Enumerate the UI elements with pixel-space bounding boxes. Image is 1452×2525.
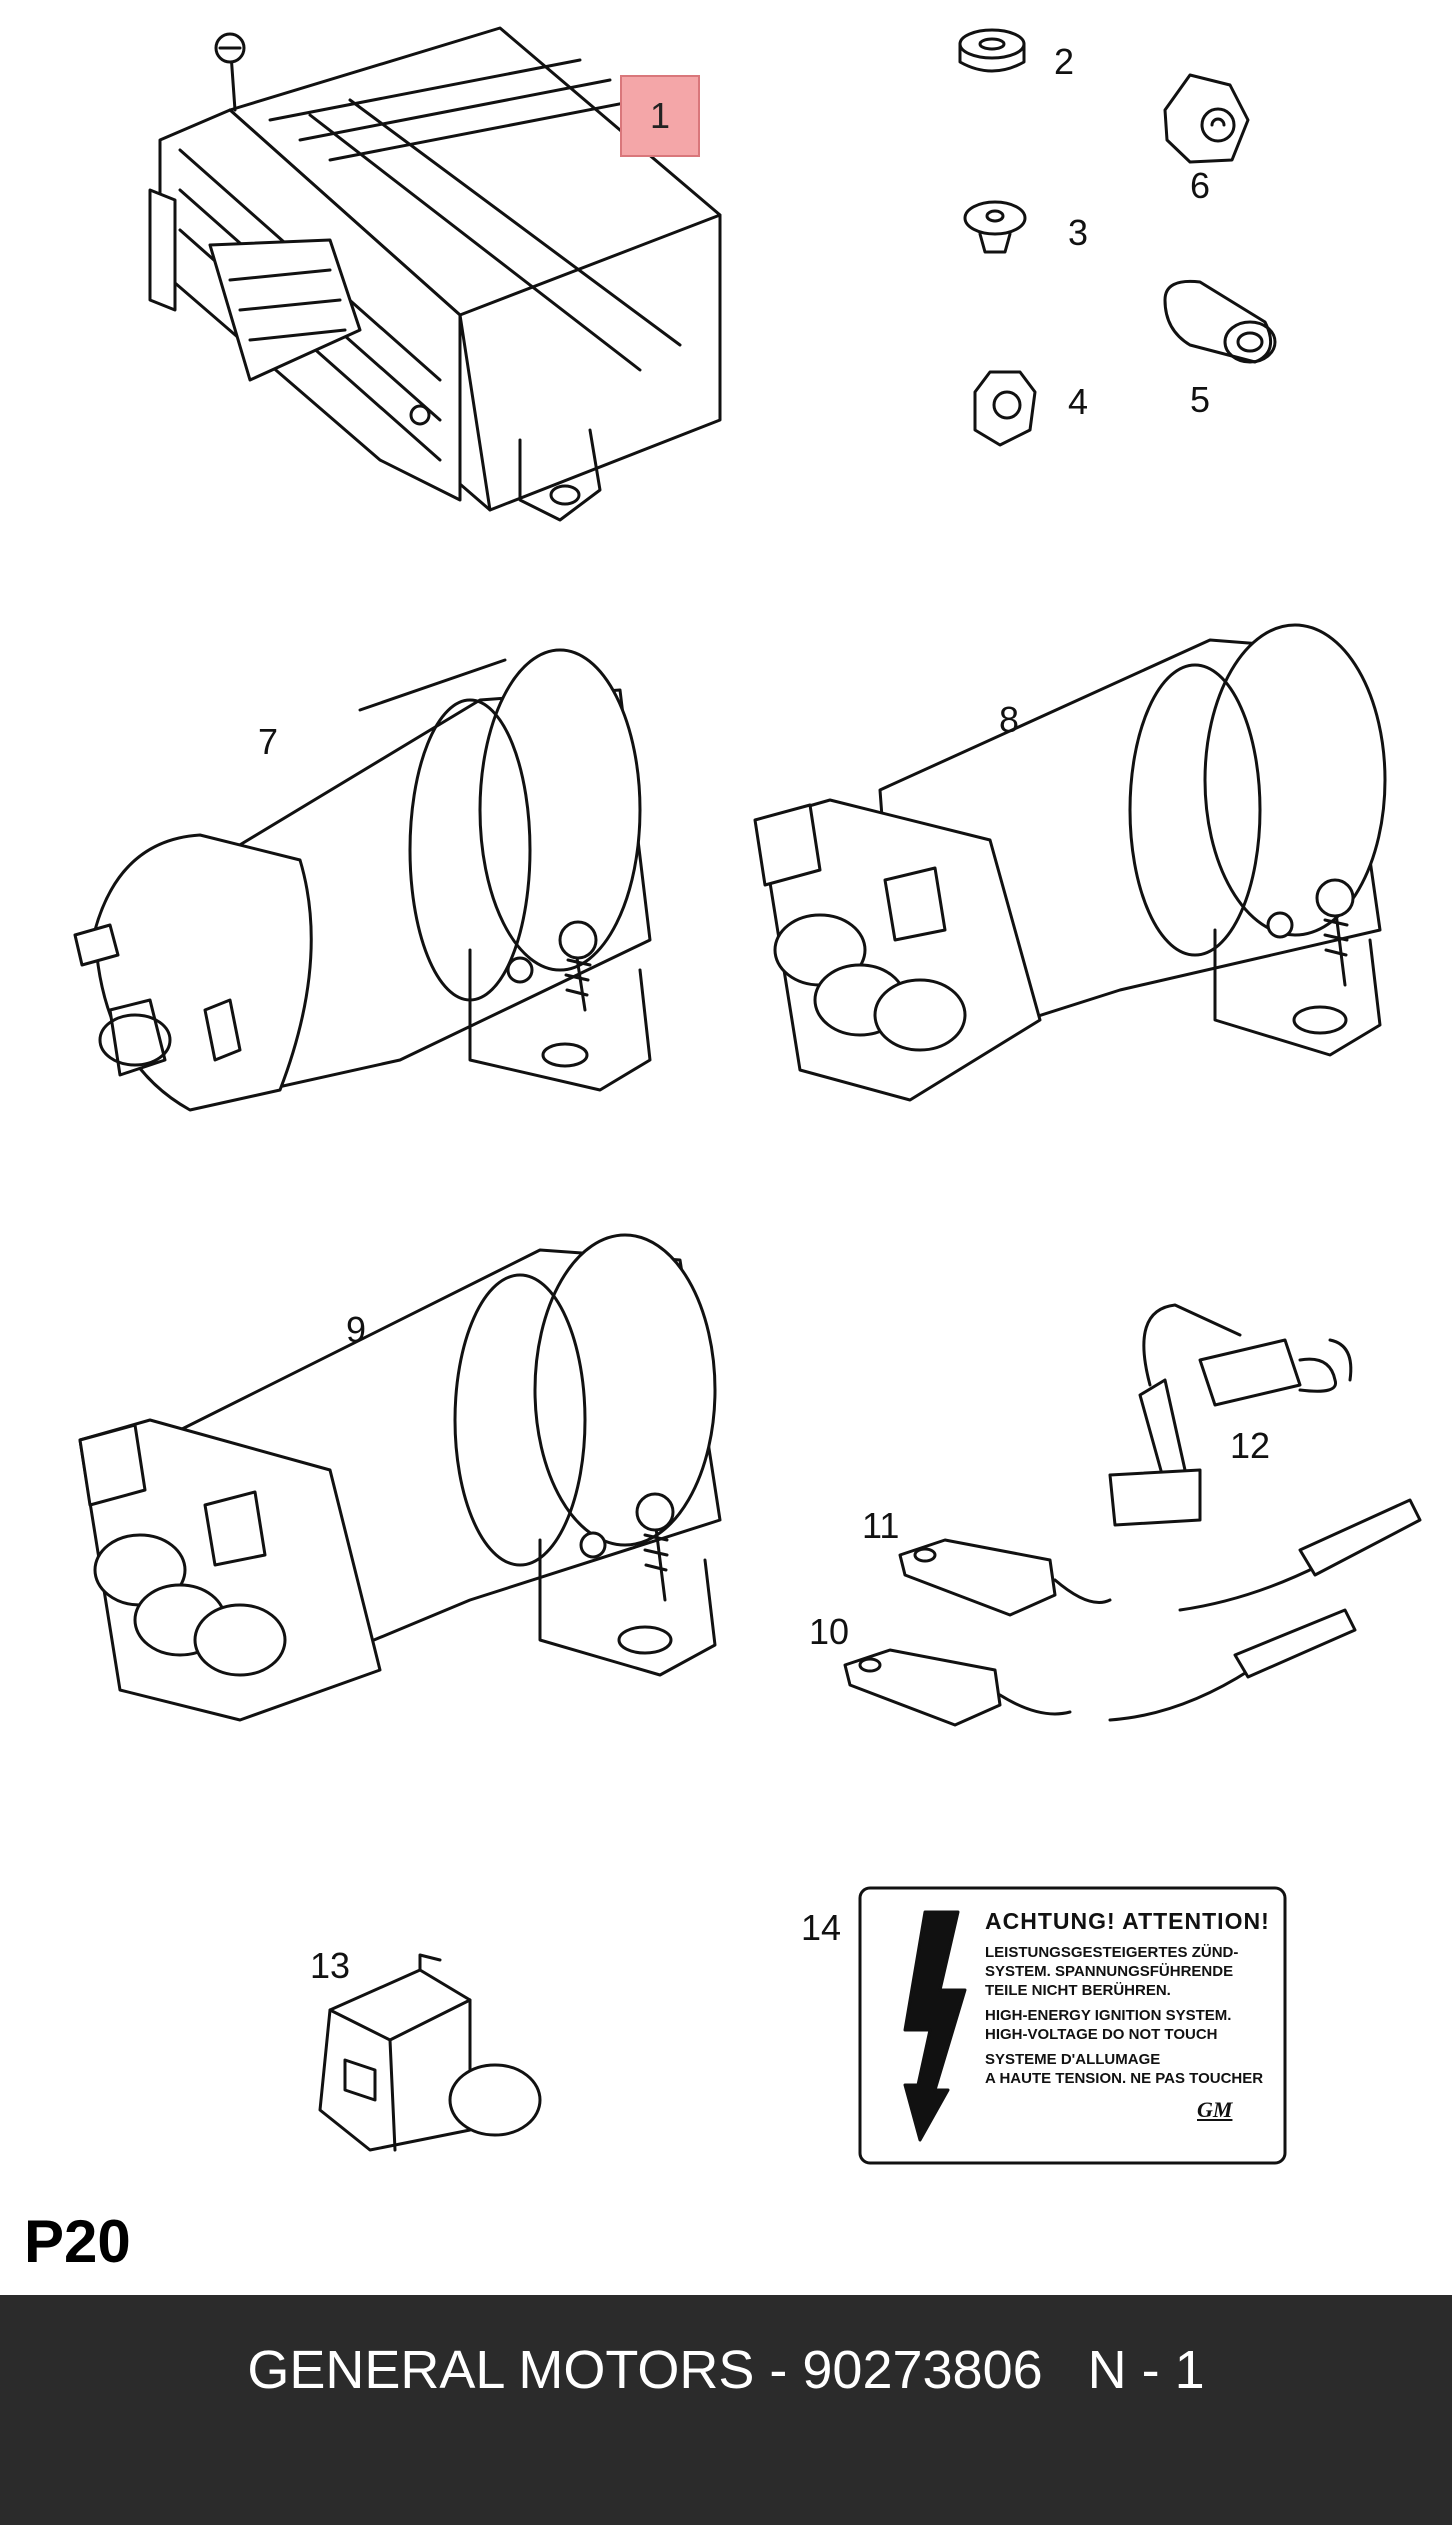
callout-1-text: 1 <box>649 95 671 136</box>
callout-6: 6 <box>1190 165 1211 206</box>
lightning-bolt-icon <box>903 1910 967 2142</box>
ignition-coil-8-drawing <box>753 623 1387 1102</box>
ignition-coil-9-drawing <box>78 1233 722 1722</box>
callout-2: 2 <box>1054 41 1075 82</box>
label-en-line2: HIGH-VOLTAGE DO NOT TOUCH <box>985 2026 1218 2043</box>
sleeve-drawing <box>1163 279 1277 364</box>
callout-1: 1 <box>620 75 700 157</box>
footer-text: GENERAL MOTORS - 90273806 N - 1 <box>247 2340 1205 2400</box>
ignition-coil-7-drawing <box>73 648 652 1112</box>
label-de-line1: LEISTUNGSGESTEIGERTES ZÜND- <box>985 1944 1239 1961</box>
callout-7: 7 <box>258 721 279 762</box>
page-code: P20 <box>24 2208 131 2275</box>
callout-10: 10 <box>809 1611 850 1652</box>
label-de-line2: SYSTEM. SPANNUNGSFÜHRENDE <box>985 1963 1234 1980</box>
callout-9: 9 <box>346 1309 367 1350</box>
label-title: ACHTUNG! ATTENTION! <box>985 1908 1270 1934</box>
callout-14: 14 <box>801 1907 842 1948</box>
gm-logo: GM <box>1197 2097 1233 2122</box>
callout-13: 13 <box>310 1945 351 1986</box>
cap-nut-drawing <box>1163 73 1250 164</box>
label-en-line1: HIGH-ENERGY IGNITION SYSTEM. <box>985 2007 1232 2024</box>
callout-4: 4 <box>1068 381 1089 422</box>
clip-drawing <box>963 200 1027 254</box>
label-de-line3: TEILE NICHT BERÜHREN. <box>985 1982 1171 1999</box>
label-fr-line2: A HAUTE TENSION. NE PAS TOUCHER <box>985 2070 1264 2087</box>
label-fr-line1: SYSTEME D'ALLUMAGE <box>985 2051 1161 2068</box>
footer-bar: GENERAL MOTORS - 90273806 N - 1 <box>0 2295 1452 2525</box>
callout-5: 5 <box>1190 379 1211 420</box>
parts-diagram <box>73 26 1422 2165</box>
module-10-drawing <box>843 1608 1357 1727</box>
sensor-connector-drawing <box>1108 1303 1353 1527</box>
warning-label-frame <box>858 1886 1287 2165</box>
plug-housing-drawing <box>318 1953 542 2152</box>
grommet-drawing <box>958 28 1026 73</box>
callout-3: 3 <box>1068 212 1089 253</box>
nut-drawing <box>973 370 1037 447</box>
callout-8: 8 <box>999 699 1020 740</box>
control-module-drawing <box>148 26 722 522</box>
callout-12: 12 <box>1230 1425 1271 1466</box>
module-11-drawing <box>898 1498 1422 1617</box>
callout-11: 11 <box>862 1505 900 1546</box>
